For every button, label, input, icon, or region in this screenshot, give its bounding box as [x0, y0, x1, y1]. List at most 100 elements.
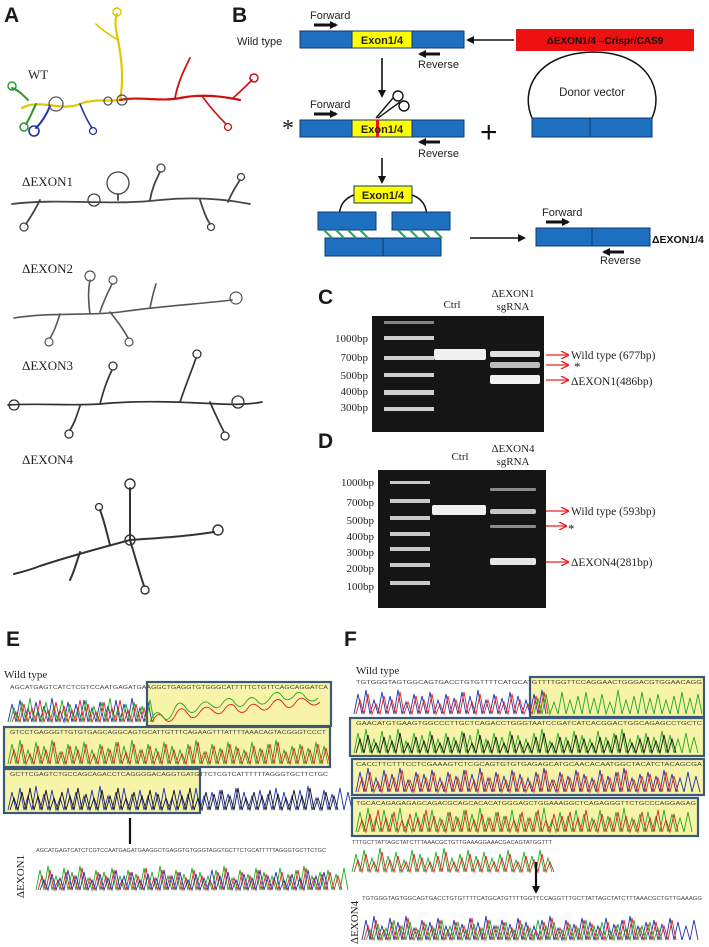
plus-sign: +: [480, 116, 498, 149]
label-wt: WT: [28, 67, 48, 82]
d-wt-band: [490, 509, 536, 514]
exon-loop-label: Exon1/4: [362, 190, 405, 202]
d-ladder-300: 300bp: [347, 547, 375, 559]
forward-label-top: Forward: [310, 10, 350, 22]
label-dexon3: ΔEXON3: [22, 358, 73, 373]
c-band-label-wt: Wild type (677bp): [571, 350, 656, 362]
f-deletion-seq: TGTGGGTAGTGGCAGTGACCTGTGTTTTCATGCATGTTTT…: [362, 896, 702, 902]
panel-letter-b: B: [232, 4, 247, 27]
segment-right-mid: [411, 119, 465, 138]
crispr-box: [516, 29, 694, 51]
wt-structure-icon: [7, 7, 259, 137]
segment-right: [411, 30, 465, 49]
forward-label-mid: Forward: [310, 99, 350, 111]
dexon4-structure-icon: [13, 478, 224, 595]
d-ladder-700: 700bp: [347, 497, 375, 509]
panel-b: B Wild type Forward Exon1/4 Reverse ΔEXO…: [232, 4, 704, 267]
donor-segment-left: [531, 117, 591, 138]
c-ladder-500: 500bp: [341, 370, 369, 382]
panel-letter-f: F: [344, 628, 357, 651]
panel-letter-d: D: [318, 430, 333, 453]
donor-segment-right: [589, 117, 653, 138]
c-sample-label-2: sgRNA: [496, 301, 529, 313]
homology-top-left: [317, 211, 377, 231]
e-deletion-seq: AGCATGAGTCATCTCGTCCAATGAGATGAAGGCTGAGGTG…: [36, 848, 326, 854]
segment-left-mid: [299, 119, 353, 138]
crispr-label: ΔEXON1/4 –Crispr/CAS9: [547, 36, 664, 47]
exon-label: Exon1/4: [361, 35, 404, 47]
reverse-label-mid: Reverse: [418, 148, 459, 160]
c-sample-label-1: ΔEXON1: [491, 288, 534, 300]
homology-links: [323, 229, 443, 239]
dexon3-structure-icon: [7, 349, 263, 441]
c-band-label-deletion: ΔEXON1(486bp): [571, 376, 653, 388]
f-seq-row-2: GAACATGTGAAGTGGCCCTTGCTCAGACCTGGGTAATCCG…: [356, 721, 703, 727]
star-label: *: [282, 116, 294, 142]
f-wild-type-label: Wild type: [356, 665, 399, 677]
c-wt-band: [490, 351, 540, 357]
d-ladder-bands: [390, 481, 430, 585]
panel-e: E Wild type AGCATGAGTCATCTCGTCCAATGAGATG…: [2, 628, 353, 898]
f-deletion-traces: [361, 915, 699, 942]
reverse-label-result: Reverse: [600, 255, 641, 267]
exon-label-mid: Exon1/4: [361, 124, 404, 136]
panel-letter-e: E: [6, 628, 20, 651]
panel-c: C Ctrl ΔEXON1 sgRNA 1000bp 700bp 500bp 4…: [318, 286, 656, 432]
d-ladder-200: 200bp: [347, 563, 375, 575]
c-ladder-700: 700bp: [341, 352, 369, 364]
panel-letter-a: A: [4, 4, 19, 27]
forward-label-result: Forward: [542, 207, 582, 219]
d-ctrl-band: [432, 505, 486, 515]
d-band-label-deletion: ΔEXON4(281bp): [571, 557, 653, 569]
c-ladder-1000: 1000bp: [335, 333, 369, 345]
d-sample-label-2: sgRNA: [496, 456, 529, 468]
f-chromatogram-traces: [351, 689, 703, 874]
panel-d: D Ctrl ΔEXON4 sgRNA 1000bp 700bp 500bp 4…: [318, 430, 656, 608]
wild-type-label: Wild type: [237, 36, 282, 48]
donor-vector-arc: [527, 51, 657, 119]
result-segment-right: [591, 227, 651, 247]
d-faint-band: [490, 488, 536, 491]
label-dexon4: ΔEXON4: [22, 452, 73, 467]
e-deletion-traces: [35, 865, 349, 892]
scissors-icon: [375, 90, 410, 119]
label-dexon2: ΔEXON2: [22, 261, 73, 276]
reverse-label-top: Reverse: [418, 59, 459, 71]
panel-f: F Wild type TGTGGGTAGTGGCAGTGACCTGTGTTTT…: [344, 628, 706, 944]
c-band-label-star: *: [574, 359, 581, 374]
c-ladder-300: 300bp: [341, 402, 369, 414]
e-seq-row-1: AGCATGAGTCATCTCGTCCAATGAGATGAAGGCTGAGGTG…: [10, 685, 329, 691]
d-ladder-500: 500bp: [347, 515, 375, 527]
homology-top-right: [391, 211, 451, 231]
homology-bottom-left: [324, 237, 384, 257]
d-band-label-wt: Wild type (593bp): [571, 506, 656, 518]
f-seq-row-4: TGCACAGAGAGAGCAGACGCAGCACACATGGGAGCTGGAA…: [356, 801, 696, 807]
panel-a: A WT ΔEXON1: [4, 4, 263, 595]
panel-letter-c: C: [318, 286, 333, 309]
result-label: ΔEXON1/4: [652, 234, 704, 246]
homology-bottom-right: [382, 237, 442, 257]
d-deletion-band: [490, 558, 536, 565]
d-ladder-1000: 1000bp: [341, 477, 375, 489]
d-ladder-100: 100bp: [347, 581, 375, 593]
donor-vector-label: Donor vector: [559, 87, 625, 99]
c-ladder-400: 400bp: [341, 386, 369, 398]
d-ladder-400: 400bp: [347, 531, 375, 543]
f-deletion-label: ΔEXON4: [349, 900, 361, 944]
f-seq-row-1: TGTGGGTAGTGGCAGTGACCTGTGTTTTCATGCATGTTTT…: [356, 680, 702, 686]
f-seq-row-3: CACCTTCTTTCCTCGAAAGTCTCGCAGTGTGTGAGAGCAT…: [356, 762, 703, 768]
c-ctrl-label: Ctrl: [443, 299, 460, 311]
e-seq-row-3: GCTTCGAGTCTGCCAGCAGACCTCAGGGGACAGGTGATGT…: [10, 772, 329, 778]
e-chromatogram-traces: [7, 691, 353, 812]
exon-loop-box: [353, 185, 413, 204]
c-deletion-band: [490, 375, 540, 384]
d-star-band: [490, 525, 536, 528]
d-band-label-star: *: [568, 521, 575, 536]
dexon2-structure-icon: [13, 270, 243, 347]
c-ctrl-band: [434, 349, 486, 360]
segment-left: [299, 30, 353, 49]
dexon1-structure-icon: [11, 163, 251, 232]
d-sample-label-1: ΔEXON4: [491, 443, 535, 455]
cut-site-mark: [376, 120, 379, 137]
